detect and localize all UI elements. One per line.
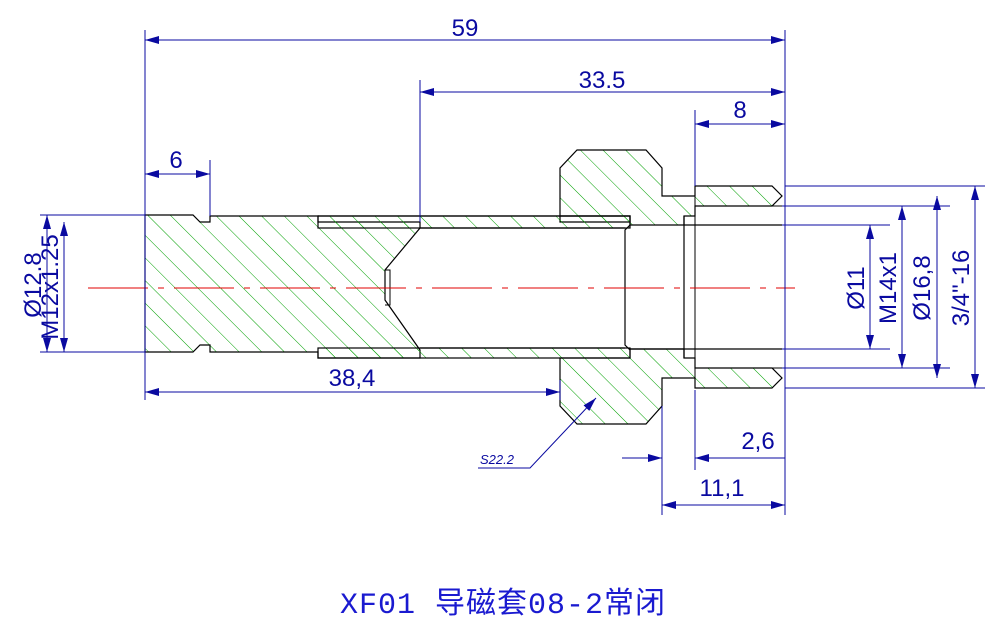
- dim-dia-11: Ø11: [843, 266, 870, 310]
- dim-dia-12-8: Ø12.8: [20, 252, 47, 317]
- dim-s22-2: S22.2: [480, 452, 515, 467]
- upper-wall-strip: [317, 215, 631, 229]
- left-body-section: [144, 214, 421, 359]
- dim-59: 59: [452, 15, 479, 42]
- dim-33-5: 33.5: [579, 67, 626, 94]
- leader-s22: [478, 397, 597, 469]
- dim-m12: M12x1.25: [37, 234, 64, 339]
- hex-flange-lower: [559, 348, 783, 425]
- central-bore: [420, 227, 625, 349]
- drawing-title: XF01 导磁套08-2常闭: [339, 589, 667, 623]
- dim-3-4-16: 3/4"-16: [948, 250, 975, 327]
- dim-11-1: 11,1: [700, 475, 745, 502]
- dimension-lines: [43, 36, 979, 509]
- part-body: [144, 149, 783, 425]
- dim-dia-16-8: Ø16,8: [909, 255, 936, 320]
- lower-wall-strip: [317, 347, 631, 359]
- dim-2-6: 2,6: [741, 428, 774, 455]
- hex-flange-upper: [559, 149, 783, 226]
- thread-lines: [694, 196, 782, 378]
- right-bore: [624, 216, 782, 358]
- dim-38-4: 38,4: [329, 365, 376, 392]
- dim-m14: M14x1: [875, 252, 902, 324]
- dimension-texts: 59 33.5 8 6 38,4 2,6 11,1 S22.2 Ø12.8 M1…: [20, 15, 975, 502]
- dim-8: 8: [733, 97, 746, 124]
- dim-6: 6: [169, 147, 182, 174]
